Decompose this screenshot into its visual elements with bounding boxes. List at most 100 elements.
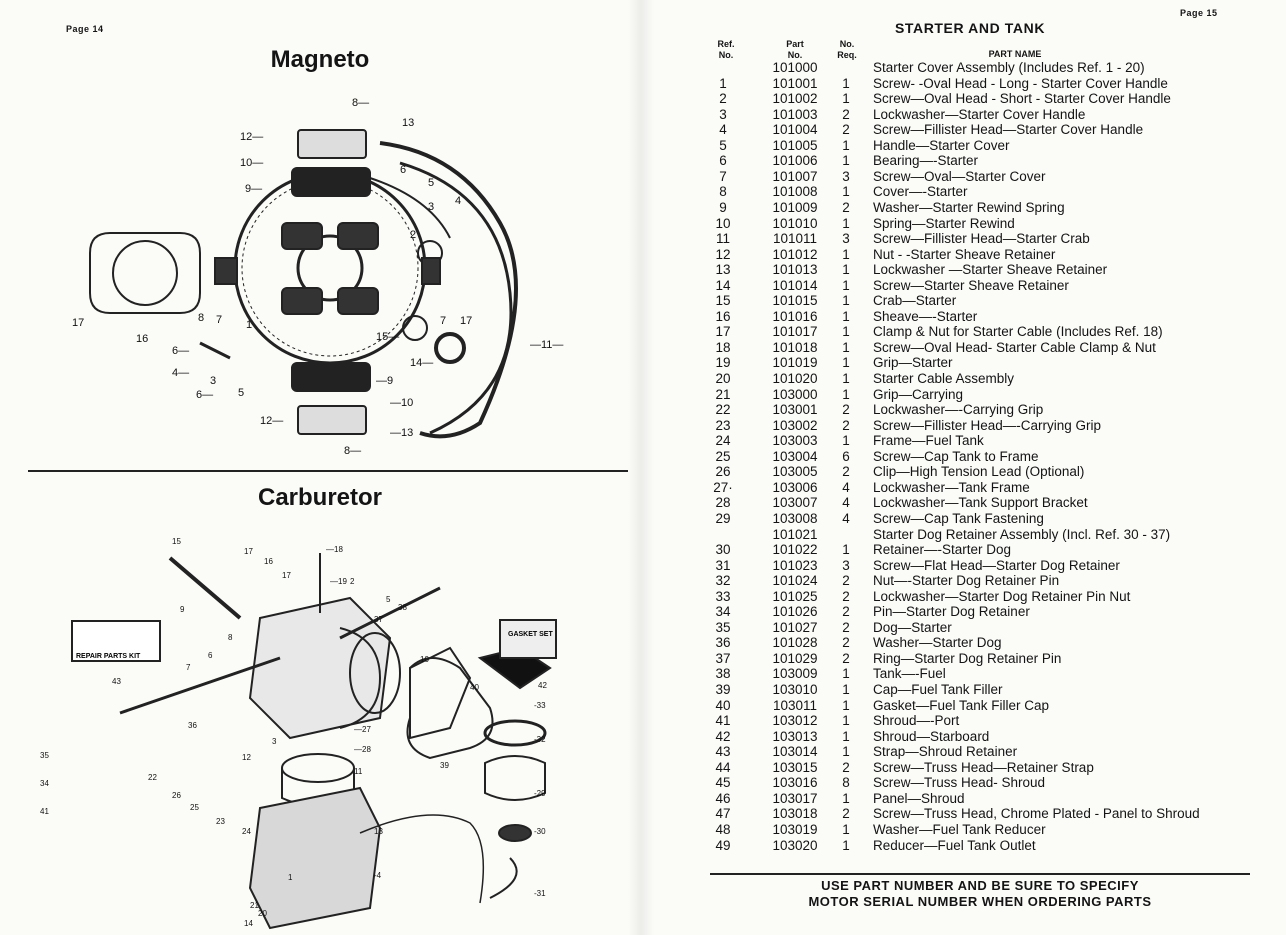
ref-cell: 14 [715, 277, 731, 293]
part-number-cell: 101019 [772, 355, 818, 371]
quantity-cell: 1 [842, 246, 850, 262]
right-page: Page 15 STARTER AND TANK Ref. No. Part N… [640, 0, 1286, 935]
page-number-left: Page 14 [66, 24, 104, 34]
quantity-cell: 1 [842, 75, 850, 91]
part-number-cell: 101000 [772, 60, 818, 75]
part-name-cell: Washer—Starter Rewind Spring [873, 199, 1065, 215]
part-number-cell: 101002 [772, 91, 818, 107]
part-name-cell: Spring—Starter Rewind [873, 215, 1015, 231]
part-name-cell: Screw- -Oval Head - Long - Starter Cover… [873, 75, 1168, 91]
ref-cell: 36 [715, 635, 731, 651]
part-name-cell: Screw—Fillister Head—Starter Cover Handl… [873, 122, 1144, 138]
part-number-cell: 101014 [772, 277, 818, 293]
carburetor-diagram: REPAIR PARTS KIT GASKET SET 15 17 16 17 … [40, 537, 557, 930]
svg-text:42: 42 [538, 681, 547, 690]
quantity-cell: 1 [842, 821, 850, 837]
svg-text:22: 22 [148, 773, 157, 782]
part-number-cell: 101010 [772, 215, 818, 231]
quantity-cell: 1 [842, 308, 850, 324]
part-number-cell: 101012 [772, 246, 818, 262]
part-number-cell: 101004 [772, 122, 818, 138]
svg-text:10: 10 [420, 655, 429, 664]
svg-text:15: 15 [172, 537, 181, 546]
svg-text:2: 2 [410, 229, 416, 241]
part-name-cell: Screw—Cap Tank Fastening [873, 510, 1044, 526]
part-name-cell: Screw—Oval Head- Starter Cable Clamp & N… [873, 339, 1156, 355]
part-number-cell: 101023 [772, 557, 818, 573]
part-name-cell: Screw—Truss Head- Shroud [873, 775, 1046, 791]
svg-text:17: 17 [460, 315, 472, 327]
part-number-cell: 103005 [772, 464, 818, 480]
svg-text:20: 20 [258, 909, 267, 918]
part-name-cell: Screw—Fillister Head—-Carrying Grip [873, 417, 1102, 433]
quantity-cell: 1 [842, 744, 850, 760]
ref-cell: 35 [715, 619, 731, 635]
ref-cell: 1 [719, 75, 727, 91]
ref-cell: 6 [719, 153, 727, 169]
quantity-cell: 1 [842, 262, 850, 278]
svg-text:12—: 12— [260, 415, 283, 427]
svg-text:3: 3 [428, 201, 434, 213]
part-name-cell: Starter Cable Assembly [873, 371, 1015, 386]
ref-cell: 42 [715, 728, 731, 744]
carburetor-title: Carburetor [257, 484, 383, 511]
ref-cell: 12 [715, 246, 731, 262]
footer-line-1: USE PART NUMBER AND BE SURE TO SPECIFY [821, 878, 1139, 893]
part-number-cell: 103019 [772, 821, 818, 837]
part-name-cell: Handle—Starter Cover [873, 137, 1010, 153]
part-name-cell: Washer—Fuel Tank Reducer [873, 821, 1046, 837]
header-req: No. Req. [837, 39, 857, 60]
quantity-cell: 2 [842, 417, 850, 433]
footer-note: USE PART NUMBER AND BE SURE TO SPECIFY M… [710, 878, 1250, 910]
ref-cell: 29 [715, 510, 731, 526]
quantity-cell: 1 [842, 324, 850, 340]
ref-cell: 20 [715, 371, 731, 386]
svg-text:6—: 6— [172, 345, 189, 357]
svg-text:25: 25 [190, 803, 199, 812]
svg-text:8: 8 [198, 312, 204, 324]
svg-text:24: 24 [242, 827, 251, 836]
gasket-set-label: GASKET SET [508, 631, 553, 638]
svg-text:17: 17 [282, 571, 291, 580]
quantity-cell: 3 [842, 168, 850, 184]
part-name-cell: Ring—Starter Dog Retainer Pin [873, 650, 1062, 666]
quantity-cell: 1 [842, 713, 850, 729]
part-number-cell: 101025 [772, 588, 818, 604]
ref-cell: 30 [715, 542, 731, 558]
part-name-cell: Lockwasher—-Carrying Grip [873, 402, 1044, 418]
part-number-cell: 103008 [772, 510, 818, 526]
part-number-cell: 101015 [772, 293, 818, 309]
quantity-cell: 1 [842, 790, 850, 806]
part-number-cell: 103020 [772, 837, 818, 853]
quantity-cell: 2 [842, 806, 850, 822]
left-page: Page 14 Magneto [0, 0, 640, 935]
svg-text:5: 5 [238, 387, 244, 399]
part-number-cell: 101027 [772, 619, 818, 635]
svg-text:7: 7 [186, 663, 191, 672]
magneto-title: Magneto [270, 46, 370, 73]
svg-text:—11—: —11— [530, 339, 563, 351]
quantity-cell: 4 [842, 495, 850, 511]
svg-text:17: 17 [244, 547, 253, 556]
svg-text:-29: -29 [534, 789, 546, 798]
svg-text:13: 13 [402, 117, 414, 129]
part-name-cell: Cap—Fuel Tank Filler [873, 682, 1003, 697]
svg-text:8—: 8— [344, 445, 361, 457]
part-number-cell: 101007 [772, 168, 818, 184]
part-number-cell: 101028 [772, 635, 818, 651]
part-number-cell: 103018 [772, 806, 818, 822]
part-name-cell: Pin—Starter Dog Retainer [873, 604, 1030, 620]
header-name: PART NAME [988, 49, 1042, 59]
left-divider [28, 470, 628, 472]
part-name-cell: Retainer—-Starter Dog [873, 542, 1012, 558]
ref-cell: 40 [715, 697, 731, 713]
ref-cell: 28 [715, 495, 731, 511]
svg-text:7: 7 [216, 314, 222, 326]
svg-text:16: 16 [264, 557, 273, 566]
part-number-cell: 103012 [772, 713, 818, 729]
ref-cell: 37 [715, 650, 731, 666]
svg-text:6—: 6— [196, 389, 213, 401]
part-number-cell: 103007 [772, 495, 818, 511]
svg-text:34: 34 [40, 779, 49, 788]
quantity-cell: 2 [842, 106, 850, 122]
